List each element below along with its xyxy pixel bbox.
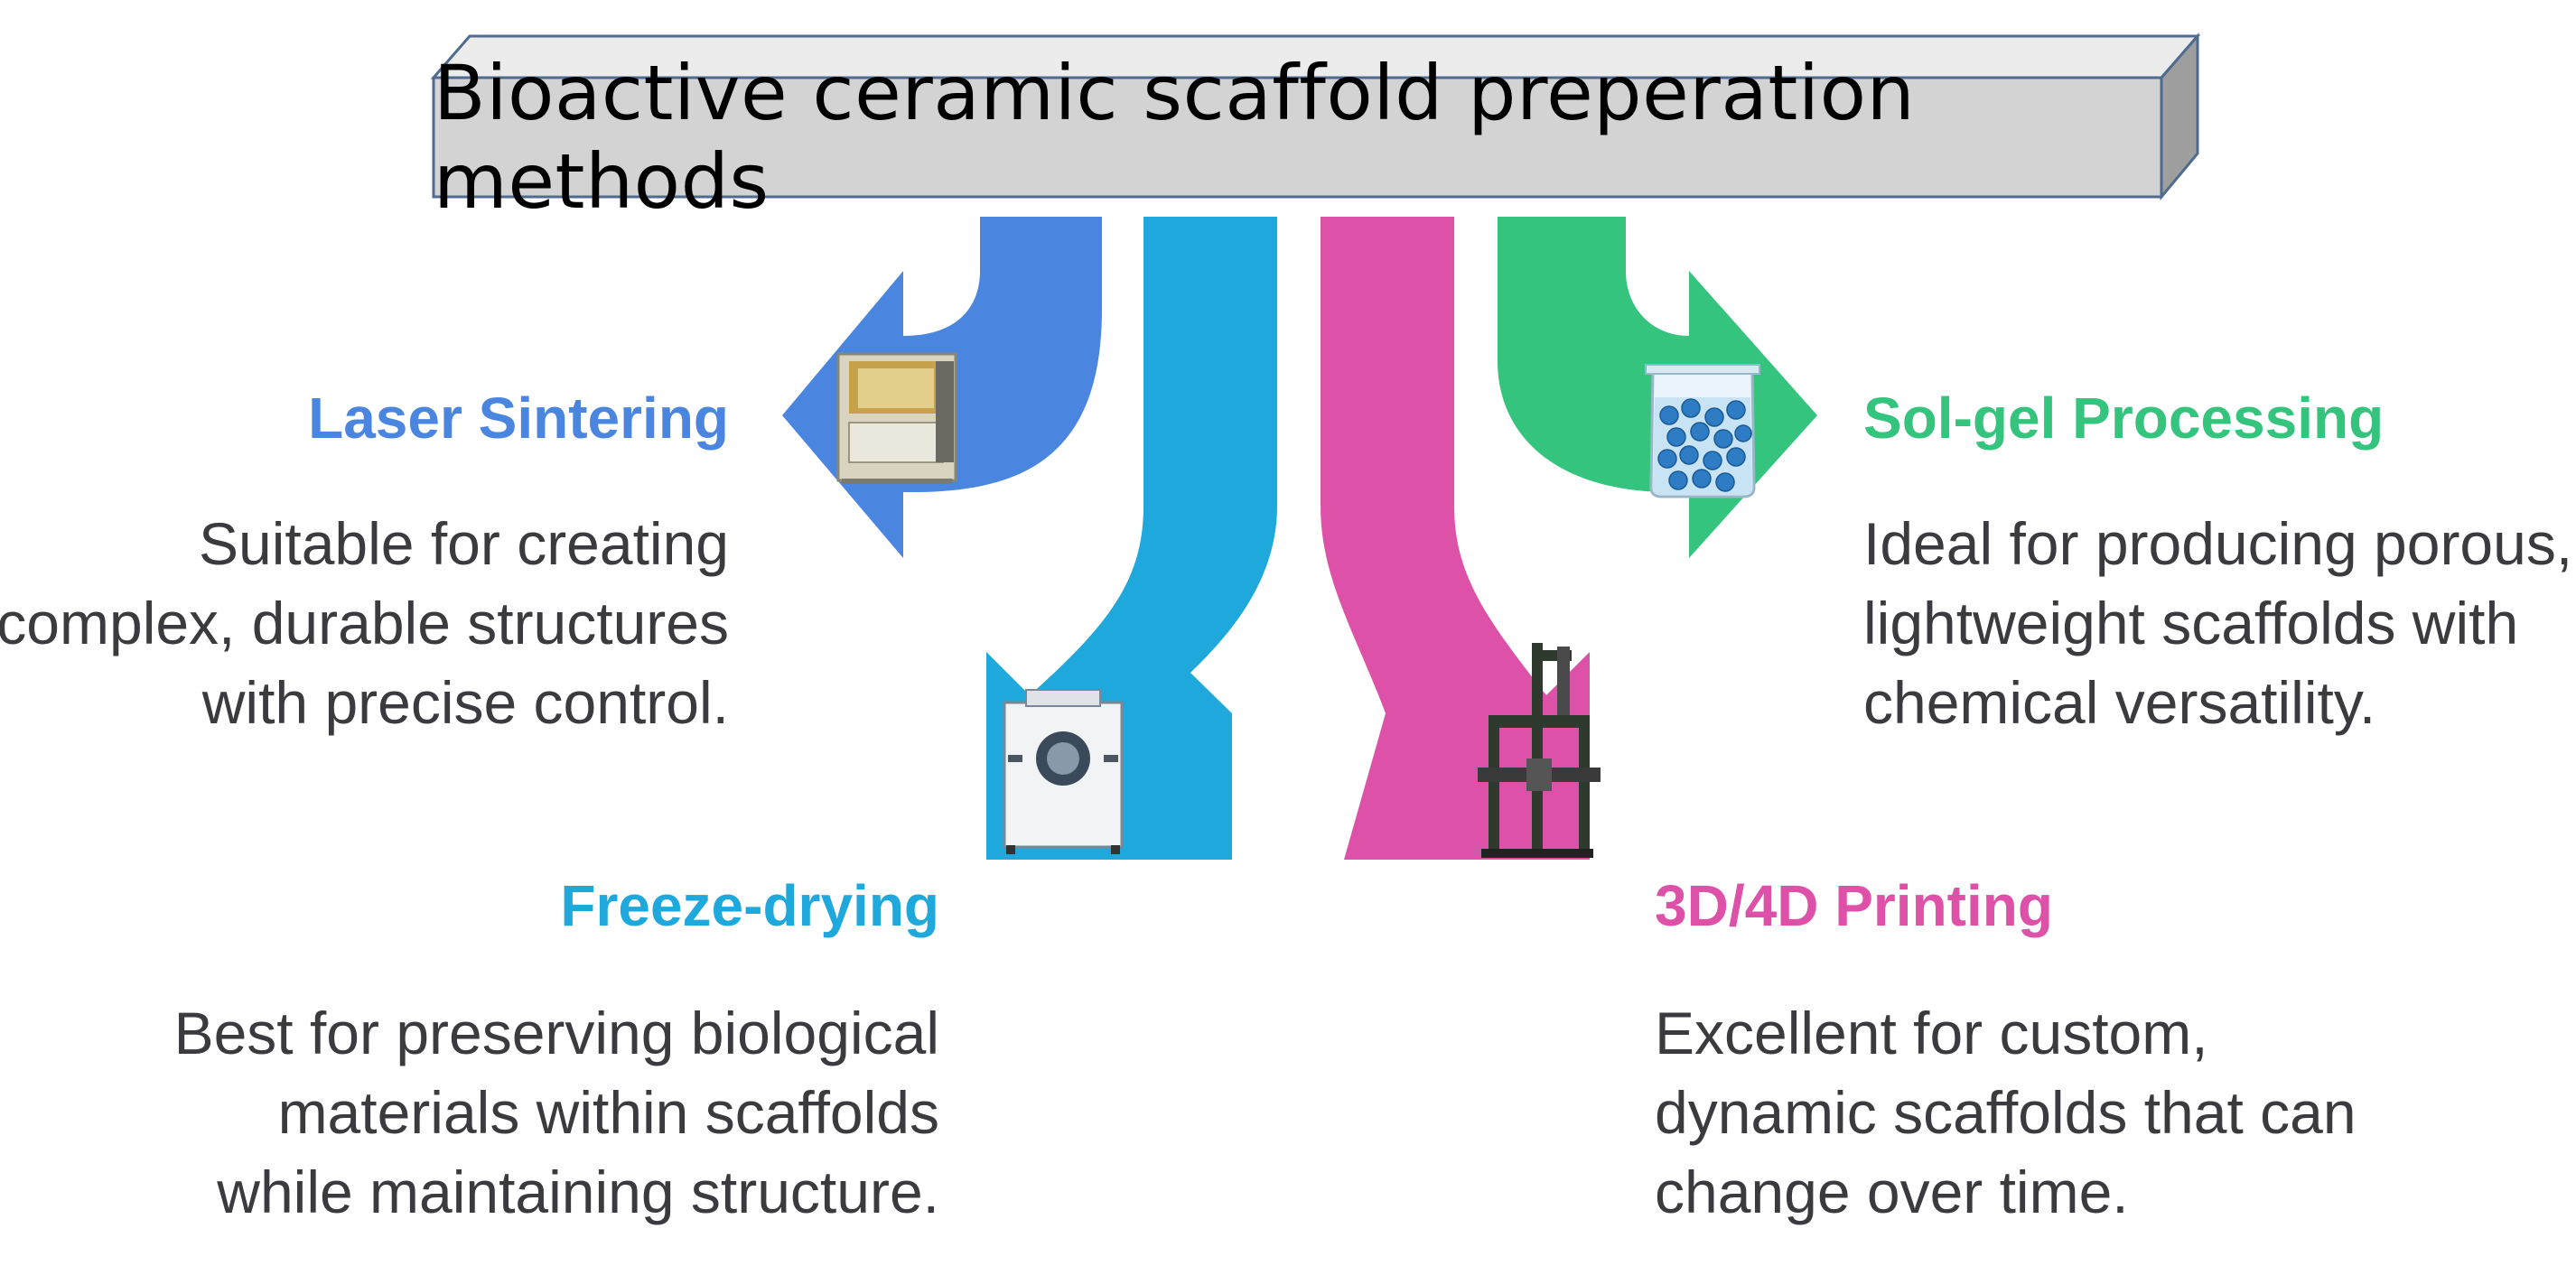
laser-sintering-machine-icon [836, 352, 957, 484]
description-line: Ideal for producing porous, [1863, 510, 2573, 577]
title-box-3d [430, 32, 2201, 201]
diagram-title: Bioactive ceramic scaffold preperation m… [434, 49, 1916, 226]
freeze-drying-title: Freeze-drying [560, 873, 939, 938]
3d-printer-icon [1478, 643, 1601, 858]
description-line: materials within scaffolds [277, 1079, 939, 1146]
description-line: while maintaining structure. [217, 1159, 939, 1225]
3d-4d-printing-description: Excellent for custom, dynamic scaffolds … [1655, 993, 2357, 1232]
3d-4d-printing-title: 3D/4D Printing [1655, 873, 2053, 938]
description-line: change over time. [1655, 1159, 2129, 1225]
title-box-front [432, 76, 2163, 199]
description-line: Suitable for creating [198, 510, 729, 577]
3d-4d-printing-arrow [1321, 217, 1601, 860]
print-arrow-body [1321, 217, 1590, 860]
description-line: complex, durable structures [0, 590, 729, 656]
freeze-drying-description: Best for preserving biological materials… [174, 993, 939, 1232]
description-line: Best for preserving biological [173, 1000, 939, 1066]
laser-sintering-arrow [782, 217, 1102, 558]
laser-sintering-title: Laser Sintering [308, 386, 729, 451]
sol-gel-processing-arrow [1498, 217, 1817, 558]
description-line: lightweight scaffolds with [1863, 590, 2519, 656]
sol-gel-processing-title: Sol-gel Processing [1863, 386, 2385, 451]
freeze-drying-arrow [986, 217, 1277, 860]
description-line: with precise control. [201, 669, 729, 736]
laser-sintering-description: Suitable for creating complex, durable s… [0, 504, 729, 742]
beaker-icon [1645, 364, 1760, 498]
description-line: chemical versatility. [1863, 669, 2376, 736]
description-line: dynamic scaffolds that can [1655, 1079, 2357, 1146]
freeze-dryer-icon [1003, 689, 1124, 854]
sol-gel-processing-description: Ideal for producing porous, lightweight … [1863, 504, 2572, 742]
description-line: Excellent for custom, [1655, 1000, 2208, 1066]
